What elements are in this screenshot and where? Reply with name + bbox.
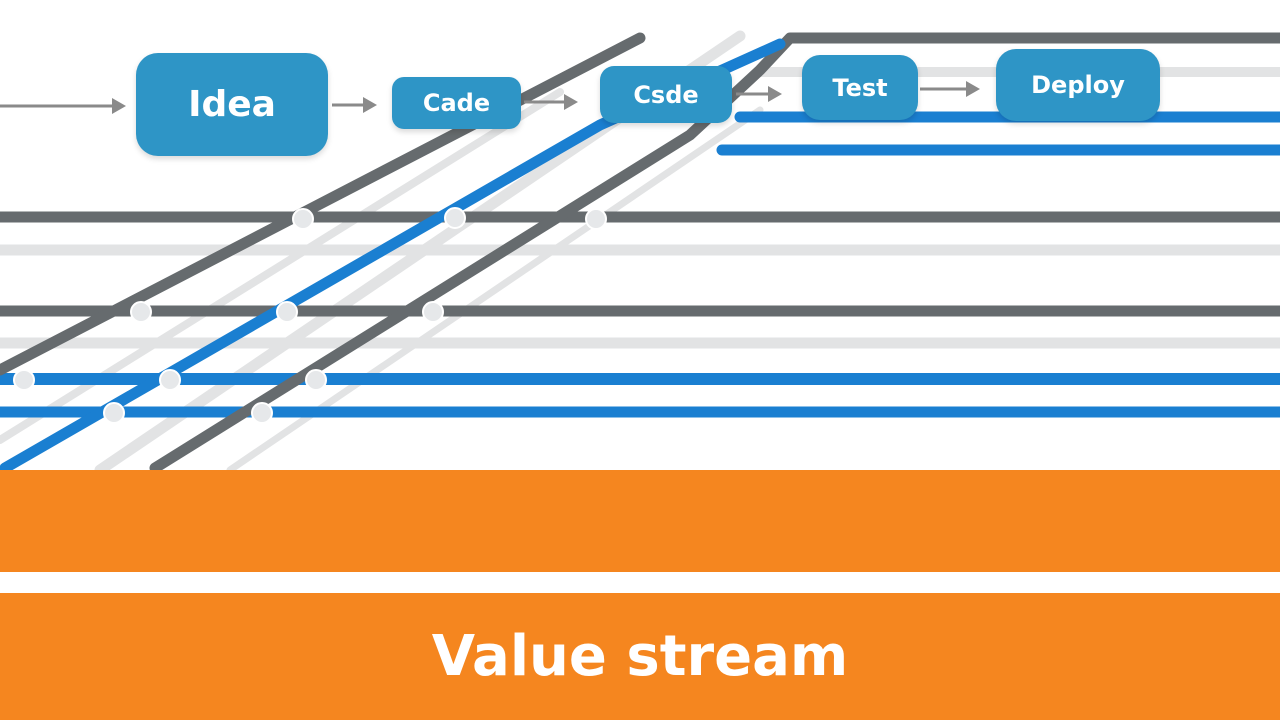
junction-node: [276, 301, 298, 323]
junction-node: [305, 369, 327, 391]
junction-node: [292, 208, 314, 230]
value-stream-band: Value stream: [0, 593, 1280, 720]
track-diagonal-dark: [149, 32, 1280, 470]
value-stream-band-top: [0, 470, 1280, 572]
stage-code-2: Csde: [600, 66, 732, 123]
junction-node: [130, 301, 152, 323]
junction-node: [422, 301, 444, 323]
stage-idea: Idea: [136, 53, 328, 156]
junction-node: [159, 369, 181, 391]
flow-arrow: [736, 86, 782, 102]
arrows-layer: [0, 81, 980, 114]
stage-deploy: Deploy: [996, 49, 1160, 121]
junction-node: [251, 402, 273, 424]
junction-node: [444, 207, 466, 229]
value-stream-label: Value stream: [431, 624, 849, 689]
flow-arrow: [524, 94, 578, 110]
nodes-layer: [13, 207, 607, 424]
junction-node: [13, 369, 35, 391]
stage-code-1: Cade: [392, 77, 521, 129]
flow-arrow: [920, 81, 980, 97]
track-diagonal-dark: [0, 32, 646, 376]
flow-arrow: [332, 97, 377, 113]
stage-test: Test: [802, 55, 918, 120]
junction-node: [585, 208, 607, 230]
junction-node: [103, 402, 125, 424]
flow-arrow: [0, 98, 126, 114]
